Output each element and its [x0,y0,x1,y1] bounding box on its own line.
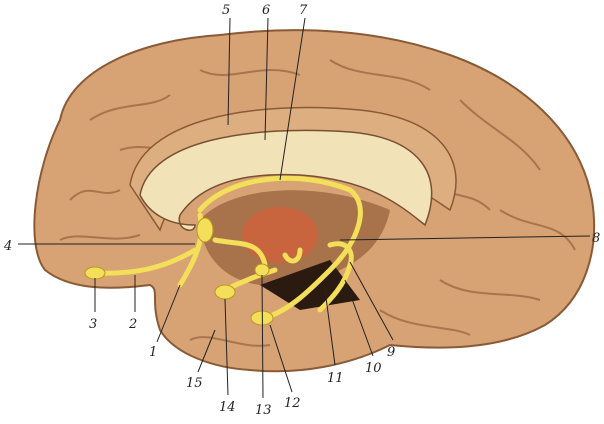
label-6: 6 [262,3,270,18]
corpus-callosum [139,129,433,231]
leader-lines [18,17,591,399]
thalamus [242,207,318,263]
label-15: 15 [186,376,203,391]
label-12: 12 [284,396,301,411]
nuclei [84,217,274,326]
label-8: 8 [592,231,600,246]
label-2: 2 [128,317,137,332]
label-1: 1 [149,345,157,360]
label-3: 3 [89,317,97,332]
label-7: 7 [299,3,308,18]
label-9: 9 [387,345,395,360]
label-14: 14 [219,400,236,415]
label-4: 4 [3,239,12,254]
label-10: 10 [365,361,382,376]
limbic-pathways [92,175,363,321]
label-11: 11 [327,371,344,386]
label-13: 13 [255,403,272,418]
label-5: 5 [222,3,230,18]
